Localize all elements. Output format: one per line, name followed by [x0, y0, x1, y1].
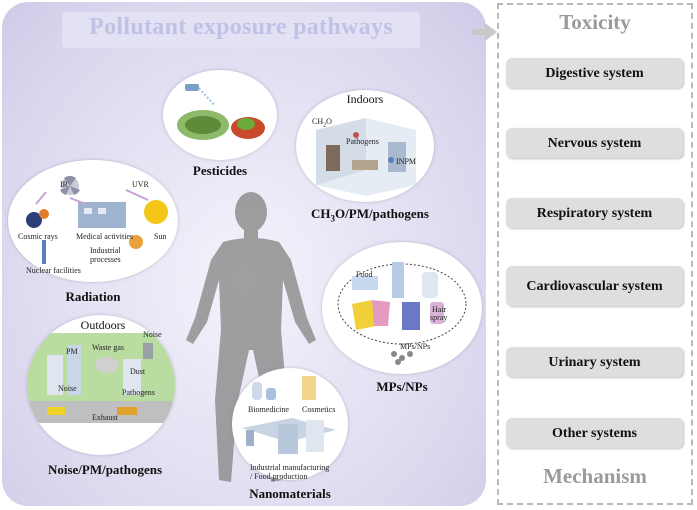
cosmic-rays-label: Cosmic rays — [18, 232, 58, 241]
sun-label: Sun — [154, 232, 167, 241]
mechanism-footer: Mechanism — [543, 464, 647, 488]
mps-nps-label: MPs/NPs — [376, 379, 428, 394]
urinary-system-box: Urinary system — [506, 347, 683, 377]
noise-pm-pathogens-label: Noise/PM/pathogens — [47, 462, 163, 477]
indoors-heading: Indoors — [346, 92, 384, 106]
cardiovascular-system-box: Cardiovascular system — [506, 266, 683, 306]
food-label: Food — [356, 270, 373, 279]
ch2o-label: CH2O — [312, 117, 332, 129]
pm-label: PM — [66, 347, 78, 356]
microplastics-illustration-icon — [337, 262, 467, 365]
noise-left-label: Noise — [58, 384, 77, 393]
food-production-label: / Food production — [250, 472, 308, 481]
toxicity-header: Toxicity — [559, 10, 631, 34]
other-systems-box: Other systems — [506, 418, 683, 448]
respiratory-system-box: Respiratory system — [506, 198, 683, 228]
indoor-pathogens-label: Pathogens — [346, 137, 379, 146]
industrial-manufacturing-label: Industrial manufacturing — [250, 463, 330, 472]
industrial-label-2: processes — [90, 255, 121, 264]
radiation-circle — [8, 160, 178, 282]
nanomaterials-label: Nanomaterials — [249, 486, 331, 501]
radiation-illustration-icon — [26, 176, 168, 264]
nervous-system-box: Nervous system — [506, 128, 683, 158]
mps-nps-circle — [322, 242, 482, 374]
outdoors-heading: Outdoors — [80, 318, 126, 332]
indoors-circle — [296, 90, 434, 202]
pesticides-label: Pesticides — [192, 163, 248, 178]
radiation-label: Radiation — [65, 289, 121, 304]
medical-activities-label: Medical activities — [76, 232, 134, 241]
inpm-label: INPM — [396, 157, 417, 166]
hair-spray-label-1: Hair — [432, 305, 447, 314]
uvr-label: UVR — [132, 180, 149, 189]
digestive-system-box: Digestive system — [506, 58, 683, 88]
outdoors-circle — [27, 315, 175, 455]
ir-label: IR — [60, 180, 68, 189]
toxicity-panel — [497, 3, 693, 505]
waste-gas-label: Waste gas — [92, 343, 125, 352]
hair-spray-label-2: spray — [430, 313, 448, 322]
nuclear-facilities-label: Nuclear facilities — [26, 266, 81, 275]
pesticides-illustration-icon — [177, 84, 265, 140]
outdoor-city-icon — [27, 333, 175, 423]
indoors-label: CH3O/PM/pathogens — [311, 206, 429, 224]
panel-title: Pollutant exposure pathways — [89, 14, 393, 40]
dust-label: Dust — [130, 367, 146, 376]
pesticides-circle — [163, 70, 277, 160]
exhaust-label: Exhaust — [92, 413, 118, 422]
biomedicine-label: Biomedicine — [248, 405, 289, 414]
industrial-label-1: Industrial — [90, 246, 121, 255]
nanomaterials-illustration-icon — [242, 376, 336, 454]
cosmetics-label: Cosmetics — [302, 405, 336, 414]
outdoor-pathogens-label: Pathogens — [122, 388, 155, 397]
arrow-right-icon — [472, 23, 497, 41]
noise-top-label: Noise — [143, 330, 162, 339]
nanomaterials-circle — [232, 368, 348, 480]
mps-nps-small-label: MPs/NPs — [400, 342, 431, 351]
title-banner — [62, 12, 420, 48]
indoor-room-icon — [316, 118, 416, 196]
